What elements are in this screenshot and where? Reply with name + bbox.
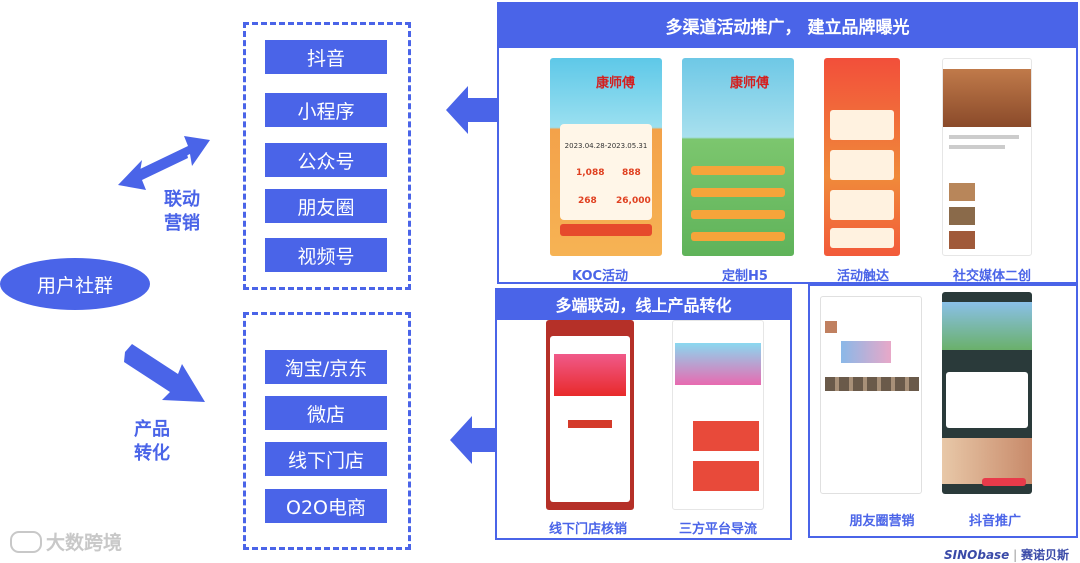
reach-card-1 xyxy=(830,110,894,140)
caption-social-media: 社交媒体二创 xyxy=(952,269,1031,284)
third-party-product-2 xyxy=(693,461,759,491)
koc-footer-bar xyxy=(560,224,652,236)
watermark-right-separator: | xyxy=(1013,548,1022,562)
activity-reach-thumbnail xyxy=(824,58,900,256)
douyin-video-frame xyxy=(942,302,1032,350)
watermark-right: SINObase | 赛诺贝斯 xyxy=(944,546,1069,563)
moments-photo-strip xyxy=(825,377,919,391)
caption-third-party: 三方平台导流 xyxy=(678,522,757,537)
watermark-right-cn: 赛诺贝斯 xyxy=(1021,548,1070,562)
linkage-marketing-label: 联动 营销 xyxy=(164,189,200,234)
channel-weidian: 微店 xyxy=(265,396,387,430)
reach-card-2 xyxy=(830,150,894,180)
watermark-right-brand: SINObase xyxy=(944,548,1010,562)
down-right-arrow-icon xyxy=(124,344,205,402)
koc-card xyxy=(560,124,652,220)
channel-offline-store: 线下门店 xyxy=(265,442,387,476)
moments-image-grid xyxy=(841,341,891,363)
caption-custom-h5: 定制H5 xyxy=(722,269,768,284)
h5-brand-logo: 康师傅 xyxy=(730,76,770,91)
douyin-comment-card xyxy=(946,372,1028,428)
store-banner xyxy=(554,354,626,396)
douyin-promo-thumbnail xyxy=(942,292,1032,494)
watermark-left: 大数跨境 xyxy=(10,528,122,555)
koc-number-2: 888 xyxy=(622,168,641,178)
social-video-frame xyxy=(943,69,1031,127)
social-media-thumbnail xyxy=(942,58,1032,256)
h5-button-1 xyxy=(690,166,786,175)
store-verification-thumbnail xyxy=(546,320,634,510)
store-redeem-button xyxy=(568,420,612,428)
koc-activity-thumbnail: 康师傅 2023.04.28-2023.05.31 1,088 888 268 … xyxy=(550,58,662,256)
reach-card-3 xyxy=(830,190,894,220)
moments-thumbnail xyxy=(820,296,922,494)
watermark-logo-icon xyxy=(10,530,42,553)
left-arrow-icon-top xyxy=(446,86,512,134)
watermark-left-text: 大数跨境 xyxy=(46,532,123,554)
user-community-label: 用户社群 xyxy=(36,274,113,297)
third-party-product-1 xyxy=(693,421,759,451)
koc-number-3: 268 xyxy=(578,196,597,206)
channel-douyin: 抖音 xyxy=(265,40,387,74)
douyin-cta-button xyxy=(982,478,1026,486)
third-party-banner xyxy=(675,343,761,385)
channel-o2o: O2O电商 xyxy=(265,489,387,523)
marketing-channels-box xyxy=(243,22,411,290)
douyin-live-frame xyxy=(942,438,1032,484)
koc-number-1: 1,088 xyxy=(576,168,605,178)
caption-activity-reach: 活动触达 xyxy=(836,269,889,284)
multi-channel-panel-title: 多渠道活动推广， 建立品牌曝光 xyxy=(497,2,1078,48)
product-conversion-label: 产品 转化 xyxy=(134,419,170,464)
h5-button-3 xyxy=(690,210,786,219)
custom-h5-thumbnail: 康师傅 xyxy=(682,58,794,256)
social-list-thumb-3 xyxy=(949,231,975,249)
caption-store-verification: 线下门店核销 xyxy=(548,522,627,537)
caption-moments: 朋友圈营销 xyxy=(849,514,915,529)
channel-video-account: 视频号 xyxy=(265,238,387,272)
channel-moments: 朋友圈 xyxy=(265,189,387,223)
h5-button-4 xyxy=(690,232,786,241)
double-arrow-icon xyxy=(118,136,210,190)
h5-button-2 xyxy=(690,188,786,197)
caption-douyin-promo: 抖音推广 xyxy=(968,514,1021,529)
channel-mini-program: 小程序 xyxy=(265,93,387,127)
multi-terminal-panel-title: 多端联动，线上产品转化 xyxy=(495,288,792,320)
channel-official-account: 公众号 xyxy=(265,143,387,177)
third-party-thumbnail xyxy=(672,320,764,510)
sales-channels-box xyxy=(243,312,411,550)
social-text-line-1 xyxy=(949,135,1019,139)
reach-card-4 xyxy=(830,228,894,248)
social-text-line-2 xyxy=(949,145,1005,149)
caption-koc-activity: KOC活动 xyxy=(571,269,629,284)
channel-taobao-jd: 淘宝/京东 xyxy=(265,350,387,384)
koc-dates: 2023.04.28-2023.05.31 xyxy=(564,142,648,150)
social-list-thumb-1 xyxy=(949,183,975,201)
koc-brand-logo: 康师傅 xyxy=(596,76,636,91)
moments-avatar xyxy=(825,321,837,333)
social-list-thumb-2 xyxy=(949,207,975,225)
koc-number-4: 26,000 xyxy=(616,196,651,206)
user-community-node: 用户社群 xyxy=(0,258,150,310)
